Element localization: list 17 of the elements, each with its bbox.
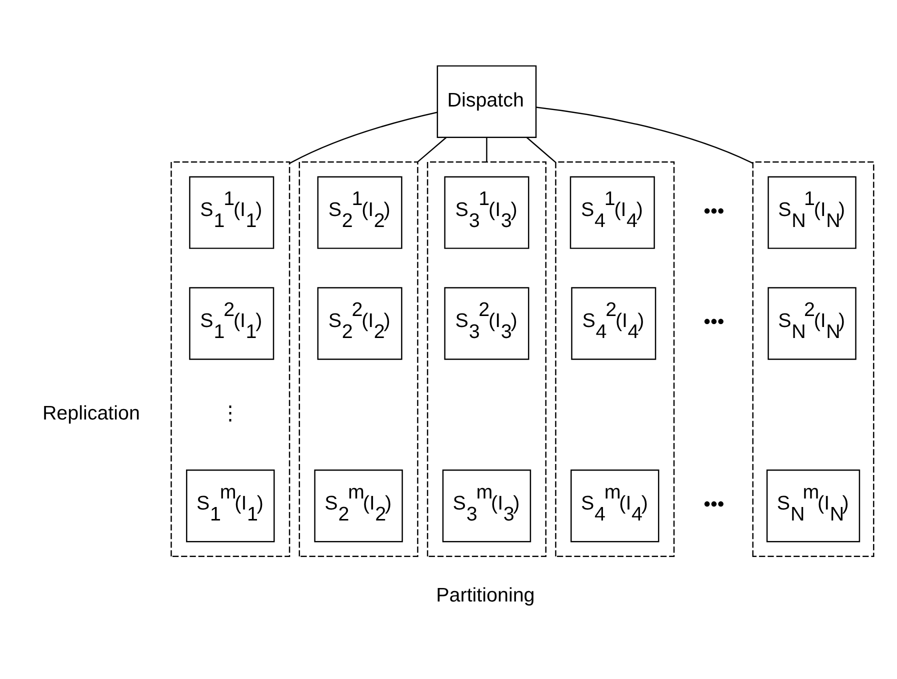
cluster [298,161,418,557]
connector [526,137,556,163]
label: ••• [704,494,724,516]
label: Replication [42,402,140,424]
label: ••• [704,200,724,222]
cluster [426,161,546,557]
label: ••• [704,311,724,334]
connector [486,138,488,162]
cluster [170,161,290,557]
label: ⋮ [220,402,241,424]
connector [417,137,447,163]
connector [289,112,438,164]
connector [536,106,754,164]
node-box: Dispatch [436,65,537,138]
cluster [752,161,874,557]
label: Partitioning [436,584,535,607]
cluster [555,161,675,557]
